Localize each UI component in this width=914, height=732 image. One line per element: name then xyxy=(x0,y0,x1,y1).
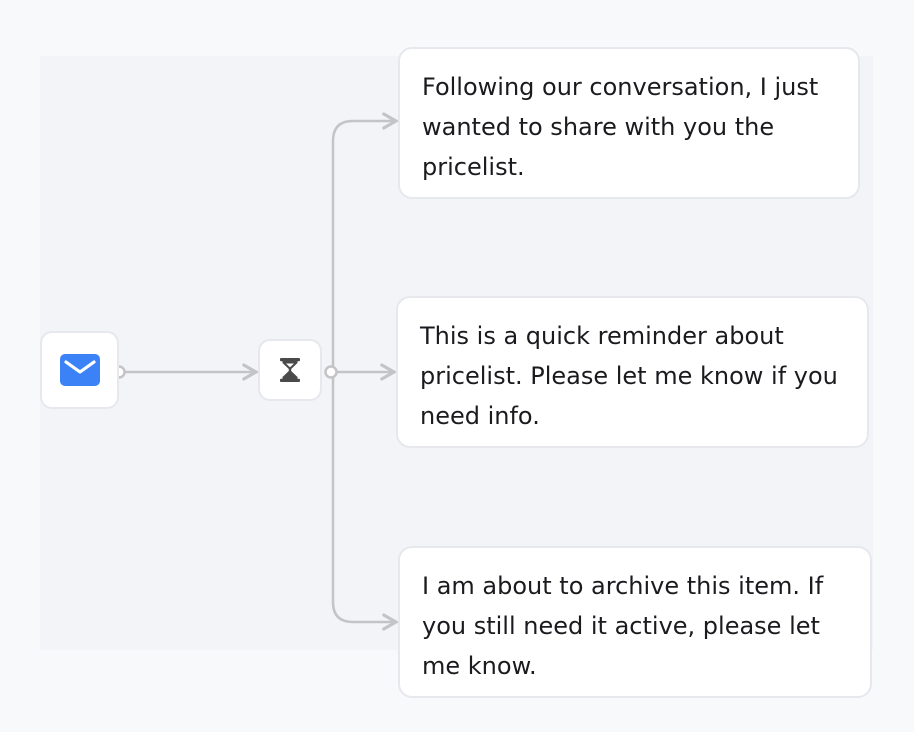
delay-node[interactable] xyxy=(258,339,322,401)
message-text: I am about to archive this item. If you … xyxy=(422,572,824,680)
message-card-3[interactable]: I am about to archive this item. If you … xyxy=(398,546,872,698)
message-text: This is a quick reminder about pricelist… xyxy=(420,322,838,430)
envelope-icon xyxy=(59,354,100,386)
message-text: Following our conversation, I just wante… xyxy=(422,73,819,181)
connector-branch-top xyxy=(331,112,400,372)
delay-output-port[interactable] xyxy=(324,365,338,379)
hourglass-icon xyxy=(280,358,300,382)
message-card-1[interactable]: Following our conversation, I just wante… xyxy=(398,47,860,199)
message-card-2[interactable]: This is a quick reminder about pricelist… xyxy=(396,296,869,448)
email-trigger-node[interactable] xyxy=(40,331,119,409)
connector-branch-bottom xyxy=(331,372,400,631)
